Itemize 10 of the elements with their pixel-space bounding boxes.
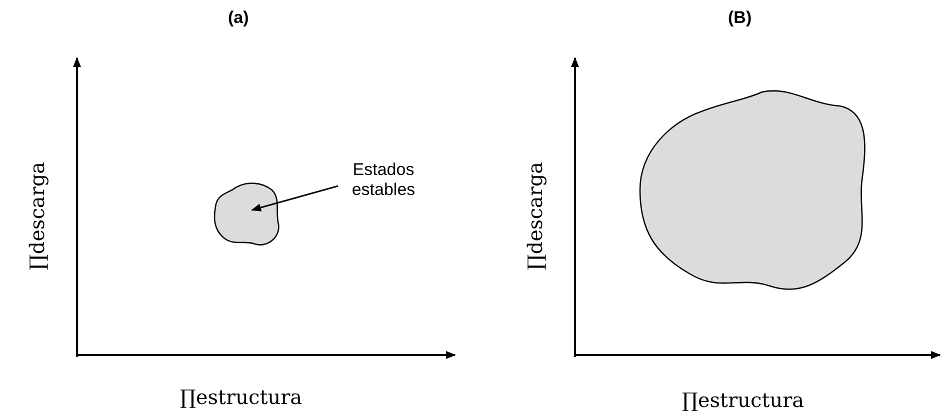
shaded-region xyxy=(639,90,866,290)
shaded-region xyxy=(214,182,280,246)
axis-label: ∏descarga xyxy=(25,161,49,271)
axis-label: ∏estructura xyxy=(180,385,302,409)
panel-label: (a) xyxy=(228,8,249,28)
axis-label: ∏estructura xyxy=(682,388,804,412)
callout-text: Estados estables xyxy=(336,160,431,200)
panel-label: (B) xyxy=(728,8,752,28)
leader-arrow xyxy=(251,185,338,212)
axis-label: ∏descarga xyxy=(523,161,547,271)
